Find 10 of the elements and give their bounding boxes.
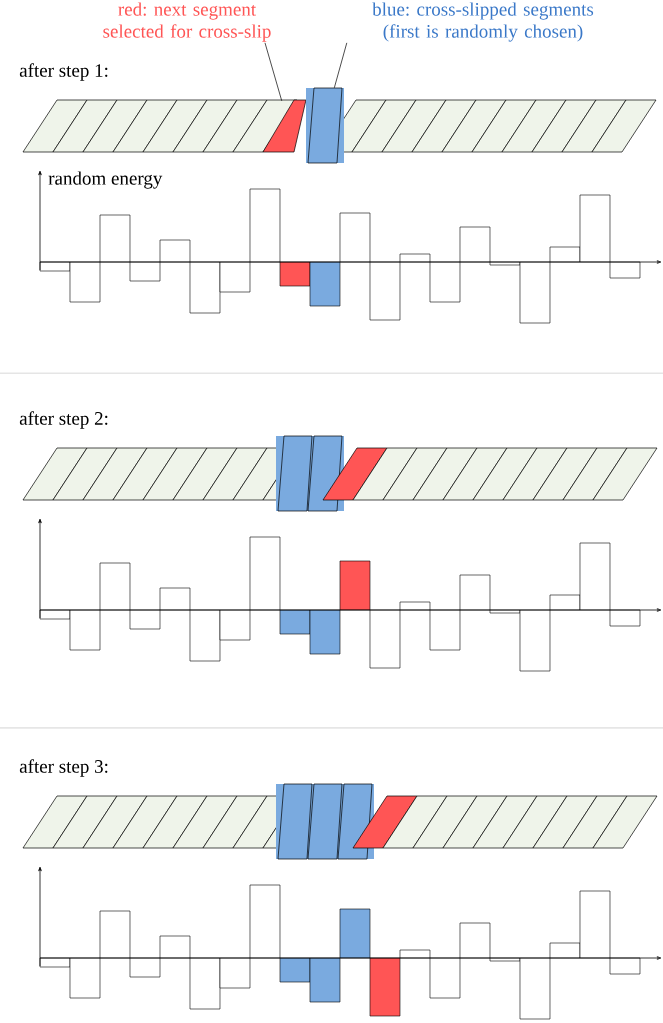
- label: random energy: [48, 171, 163, 189]
- label: after step 3:: [19, 759, 108, 777]
- label: after step 1:: [19, 63, 108, 81]
- label: after step 2:: [19, 411, 108, 429]
- annotation-text: blue: cross-slipped segments (first is randomly chosen): [372, 2, 594, 42]
- leader-line: [264, 42, 283, 102]
- segment: [262, 99, 307, 153]
- annotation-text: red: next segment selected for cross-slip: [103, 2, 271, 42]
- leader-line: [333, 42, 348, 89]
- segment: [306, 87, 344, 164]
